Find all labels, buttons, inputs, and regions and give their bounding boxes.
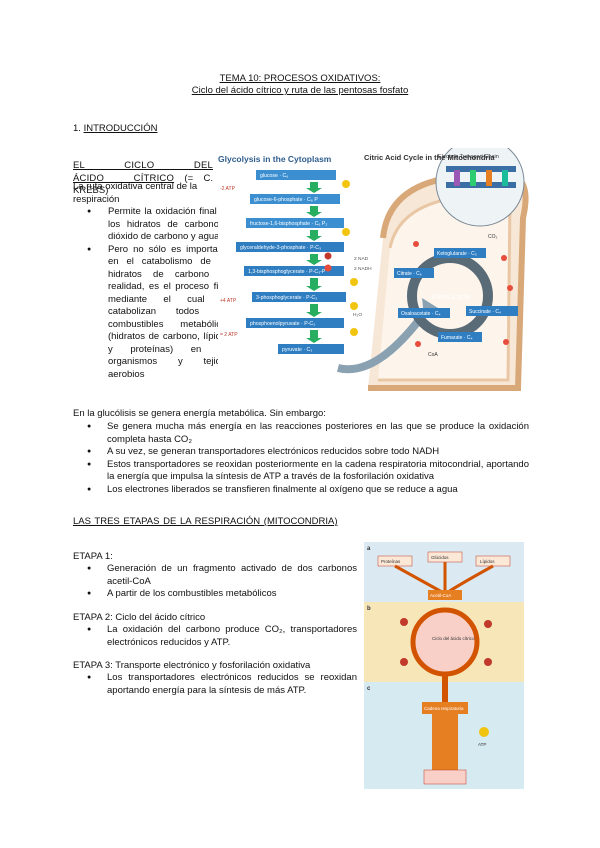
page-subtitle: Ciclo del ácido cítrico y ruta de las pe… [191, 85, 409, 96]
glycolysis-step: phosphoenolpyruvate · P-C₃ [250, 321, 315, 327]
krebs-heading-rest: (= C. KREBS) [73, 172, 213, 197]
panel-label: c [367, 686, 371, 692]
glycolysis-step: fructose-1,6-bisphosphate · C₆ P₂ [250, 221, 327, 227]
acetyl-coa-box: Acetil-CoA [430, 593, 451, 598]
atp-label: ATP [478, 742, 486, 747]
respiratory-chain-box: Cadena respiratoria [424, 706, 464, 711]
section-heading-text: INTRODUCCIÓN [83, 123, 158, 134]
stage2-label: ETAPA 2: Ciclo del ácido cítrico [73, 612, 206, 623]
list-item: Pero no sólo es importante en el catabol… [73, 244, 231, 382]
stage1-bullet-list: Generación de un fragmento activado de d… [73, 563, 357, 601]
list-item: Se genera mucha más energía en las reacc… [73, 421, 529, 446]
respiration-stages-diagram: a b c Proteínas Glúcidos Lípidos Acetil-… [364, 542, 524, 789]
list-item: A su vez, se generan transportadores ele… [73, 446, 529, 459]
panel-label: a [367, 546, 371, 552]
section-number: 1. [73, 123, 84, 134]
atp-label: +4 ATP [220, 298, 237, 304]
fuel-box: Lípidos [480, 559, 495, 564]
atp-label: = 2 ATP [220, 332, 238, 338]
cycle-node: Citrate · C₆ [397, 271, 422, 277]
glycolysis-step: glucose · C₆ [260, 173, 288, 179]
section-heading-respiration: LAS TRES ETAPAS DE LA RESPIRACIÓN (MITOC… [73, 516, 338, 527]
glycolysis-step: 1,3-bisphosphoglycerate · P-C₃-P [248, 269, 326, 275]
glycolysis-krebs-figure: Electron Transport Chain Glycolysis in t… [218, 137, 530, 400]
list-item: Los electrones liberados se transfieren … [73, 484, 529, 497]
co2-label: CO₂ [488, 234, 498, 240]
krebs-bullet-list: Permite la oxidación final de los hidrat… [73, 206, 231, 381]
respiration-stages-figure: a b c Proteínas Glúcidos Lípidos Acetil-… [364, 542, 524, 789]
glycolysis-step: 3-phosphoglycerate · P-C₃ [256, 295, 317, 301]
krebs-heading: EL CICLO DEL ÁCIDO CÍTRICO (= C. KREBS) [73, 160, 213, 198]
glycolysis-step: pyruvate · C₃ [282, 347, 312, 353]
cac-title: Citric Acid Cycle in the Mitochondria [364, 153, 495, 162]
cycle-node: Fumarate · C₄ [441, 335, 473, 341]
fuel-box: Glúcidos [431, 555, 449, 560]
glycolysis-step: glyceraldehyde-3-phosphate · P-C₃ [240, 245, 321, 251]
nad-label: 2 NAD [354, 256, 369, 262]
list-item: A partir de los combustibles metabólicos [73, 588, 357, 601]
glycolysis-krebs-diagram: Electron Transport Chain Glycolysis in t… [218, 137, 530, 400]
section-heading-intro: 1. INTRODUCCIÓN [73, 123, 157, 136]
page-title: TEMA 10: PROCESOS OXIDATIVOS: [219, 73, 381, 84]
cycle-label: Ciclo del ácido cítrico [432, 636, 475, 641]
list-item: La oxidación del carbono produce CO₂, tr… [73, 624, 357, 649]
stage3-bullet-list: Los transportadores electrónicos reducid… [73, 672, 357, 697]
krebs-intro-line: La ruta oxidativa central de la respirac… [73, 181, 198, 205]
water-label: H₂O [353, 312, 362, 318]
glycolysis-step: glucose-6-phosphate · C₆ P [254, 197, 318, 203]
atp-label: -2 ATP [220, 186, 236, 192]
nadh-label: 2 NADH [354, 266, 372, 272]
list-item: Generación de un fragmento activado de d… [73, 563, 357, 588]
cycle-node: Oxaloacetate · C₄ [401, 311, 441, 317]
list-item: Los transportadores electrónicos reducid… [73, 672, 357, 697]
list-item: Permite la oxidación final de los hidrat… [73, 206, 231, 244]
cycle-node: Succinate · C₄ [469, 309, 501, 315]
etc-label: Electron Transport Chain [438, 154, 499, 160]
panel-label: b [367, 606, 371, 612]
stage3-label: ETAPA 3: Transporte electrónico y fosfor… [73, 660, 311, 671]
cycle-node: Ketoglutarate · C₅ [437, 251, 477, 257]
stage1-label: ETAPA 1: [73, 551, 113, 562]
coa-label: CoA [428, 352, 438, 358]
krebs-heading-underlined: EL CICLO DEL ÁCIDO CÍTRICO [73, 160, 213, 184]
glycolysis-title: Glycolysis in the Cytoplasm [218, 154, 332, 164]
glycolysis-intro: En la glucólisis se genera energía metab… [73, 408, 326, 419]
stage2-bullet-list: La oxidación del carbono produce CO₂, tr… [73, 624, 357, 649]
list-item: Estos transportadores se reoxidan poster… [73, 459, 529, 484]
krebs-cycle-label: Krebs Cycle [432, 294, 470, 301]
glycolysis-bullet-list: Se genera mucha más energía en las reacc… [73, 421, 529, 496]
fuel-box: Proteínas [381, 559, 401, 564]
